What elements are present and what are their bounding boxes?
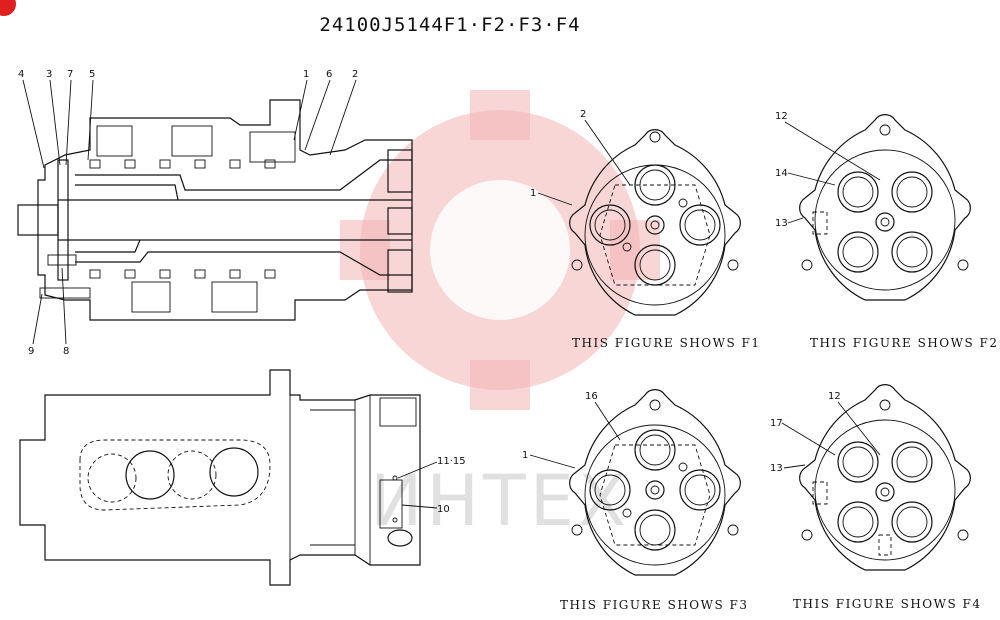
f4-labels: 12 17 13 [770, 391, 881, 474]
svg-text:6: 6 [326, 69, 332, 80]
side-view [19, 369, 421, 586]
caption-f4: THIS FIGURE SHOWS F4 [793, 597, 982, 611]
svg-text:8: 8 [63, 346, 69, 357]
notification-badge [0, 0, 16, 16]
svg-text:7: 7 [67, 69, 73, 80]
f1-labels: 2 1 [530, 109, 631, 206]
caption-f1: THIS FIGURE SHOWS F1 [572, 336, 761, 350]
svg-text:10: 10 [437, 504, 450, 515]
svg-text:12: 12 [828, 391, 841, 402]
svg-text:16: 16 [585, 391, 598, 402]
svg-text:13: 13 [775, 218, 788, 229]
flange-view-f3 [569, 389, 741, 576]
svg-text:17: 17 [770, 418, 783, 429]
caption-f2: THIS FIGURE SHOWS F2 [810, 336, 999, 350]
side-view-labels: 11·15 10 [397, 456, 466, 515]
flange-view-f4 [799, 384, 971, 571]
section-view-labels: 4 3 7 5 1 6 2 9 8 [18, 69, 358, 357]
svg-text:2: 2 [352, 69, 358, 80]
svg-text:11·15: 11·15 [437, 456, 466, 467]
svg-text:5: 5 [89, 69, 95, 80]
svg-text:1: 1 [530, 188, 536, 199]
watermark-gear-icon [340, 90, 660, 410]
svg-text:3: 3 [46, 69, 52, 80]
svg-text:4: 4 [18, 69, 24, 80]
caption-f3: THIS FIGURE SHOWS F3 [560, 598, 749, 612]
section-view [17, 99, 413, 321]
svg-text:2: 2 [580, 109, 586, 120]
svg-text:1: 1 [303, 69, 309, 80]
svg-text:1: 1 [522, 450, 528, 461]
drawing-title: 24100J5144F1·F2·F3·F4 [319, 14, 581, 36]
svg-text:14: 14 [775, 168, 788, 179]
flange-view-f1 [569, 129, 741, 316]
watermark-text: ИНТЕХ [370, 460, 630, 542]
f2-labels: 12 14 13 [775, 111, 881, 229]
svg-text:9: 9 [28, 346, 34, 357]
f3-labels: 16 1 [522, 391, 621, 469]
svg-text:12: 12 [775, 111, 788, 122]
flange-view-f2 [799, 114, 971, 301]
svg-text:13: 13 [770, 463, 783, 474]
